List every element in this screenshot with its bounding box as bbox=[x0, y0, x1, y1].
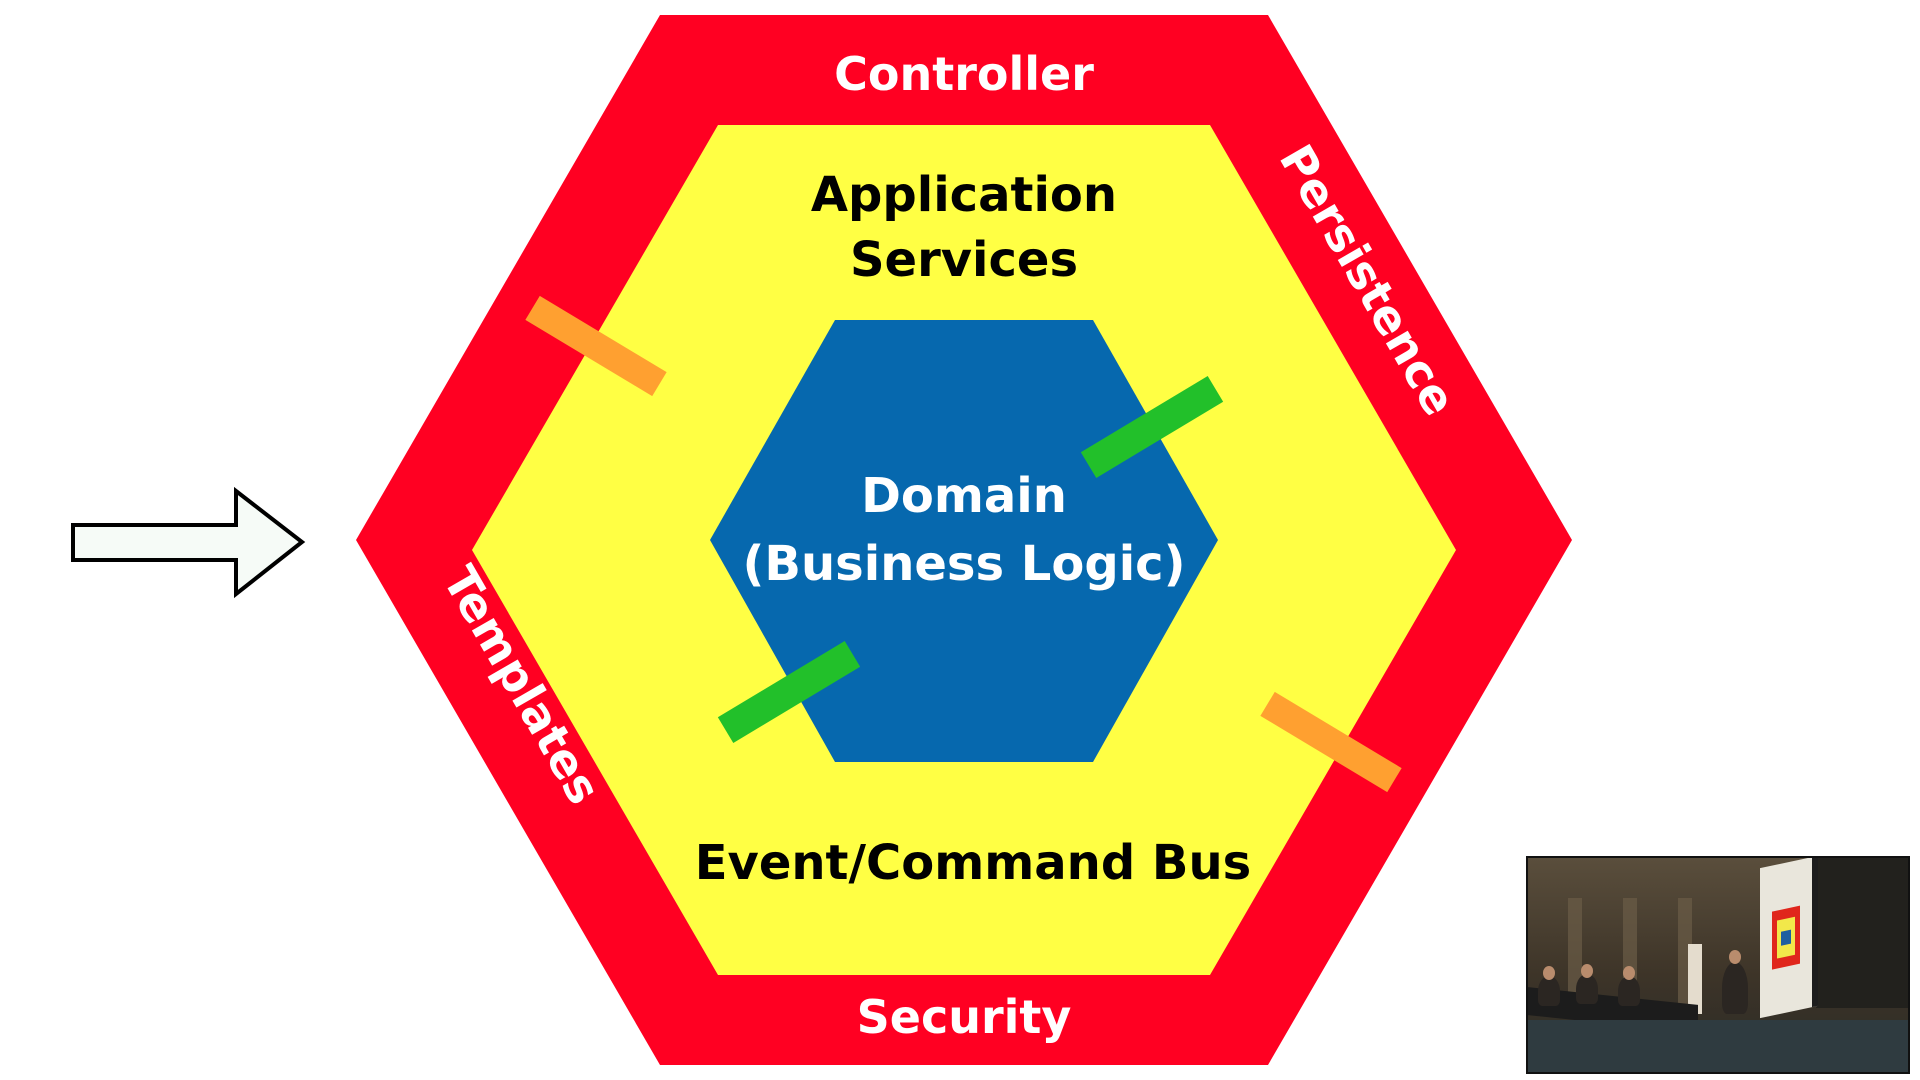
outer-port-lower-right bbox=[1260, 691, 1402, 793]
outer-port-upper-left bbox=[525, 295, 667, 397]
carpet-floor bbox=[1528, 1020, 1908, 1072]
projection-screen bbox=[1760, 858, 1818, 1019]
incoming-arrow-icon bbox=[71, 486, 306, 599]
label-services: Services bbox=[850, 232, 1078, 288]
standing-banner bbox=[1688, 944, 1702, 1014]
speaker-head bbox=[1729, 950, 1741, 964]
audience-head bbox=[1543, 966, 1555, 980]
projected-hexagon bbox=[1772, 905, 1800, 970]
label-event-command-bus: Event/Command Bus bbox=[695, 835, 1251, 891]
projected-hexagon-core bbox=[1781, 929, 1791, 946]
label-domain: Domain bbox=[861, 468, 1067, 524]
label-business-logic: (Business Logic) bbox=[742, 536, 1185, 592]
audience-member bbox=[1618, 976, 1640, 1006]
label-security: Security bbox=[857, 990, 1072, 1044]
label-application: Application bbox=[811, 167, 1117, 223]
projected-hexagon-inner bbox=[1777, 916, 1795, 959]
dark-wall bbox=[1816, 858, 1908, 1008]
inner-port-lower-left bbox=[717, 641, 861, 743]
audience-head bbox=[1581, 964, 1593, 978]
webcam-thumbnail bbox=[1526, 856, 1910, 1074]
audience-head bbox=[1623, 966, 1635, 980]
audience-member bbox=[1538, 976, 1560, 1006]
label-controller: Controller bbox=[834, 47, 1094, 101]
audience-member bbox=[1576, 974, 1598, 1004]
speaker bbox=[1722, 962, 1748, 1014]
inner-port-upper-right bbox=[1080, 376, 1224, 478]
